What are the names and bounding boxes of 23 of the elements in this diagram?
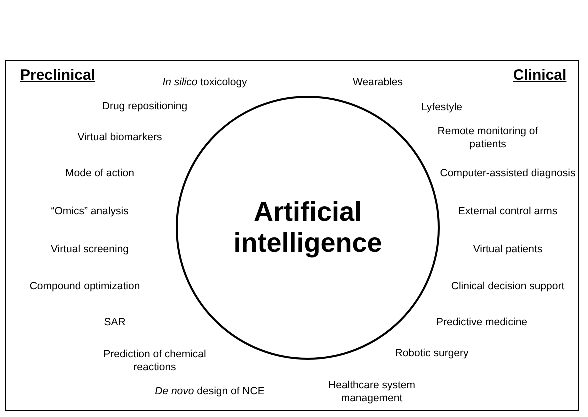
topic-label: External control arms [458,206,558,218]
topic-label: Mode of action [66,168,134,180]
column-heading: Clinical [513,67,567,85]
topic-label: Wearables [353,76,403,90]
topic-label: Remote monitoring of patients [436,125,540,151]
topic-label: Computer-assisted diagnosis [440,168,576,180]
topic-label: Virtual screening [50,244,130,256]
topic-label: “Omics” analysis [51,206,129,218]
column-heading: Preclinical [20,67,96,85]
topic-label: SAR [104,316,126,330]
topic-label: Clinical decision support [451,280,565,294]
topic-label: Healthcare system management [328,379,416,405]
topic-label: In silico toxicology [162,76,248,90]
topic-label: Robotic surgery [395,348,469,360]
topic-label: Virtual biomarkers [78,132,162,144]
topic-label: Drug repositioning [102,100,188,114]
topic-label: Compound optimization [30,280,140,294]
topic-label: Predictive medicine [436,316,528,330]
topic-label: Prediction of chemical reactions [102,348,208,374]
topic-label: De novo design of NCE [155,386,265,398]
topic-label: Lyfestyle [421,102,463,114]
circle-label: Artificial intelligence [232,196,384,260]
topic-label: Virtual patients [473,244,543,256]
